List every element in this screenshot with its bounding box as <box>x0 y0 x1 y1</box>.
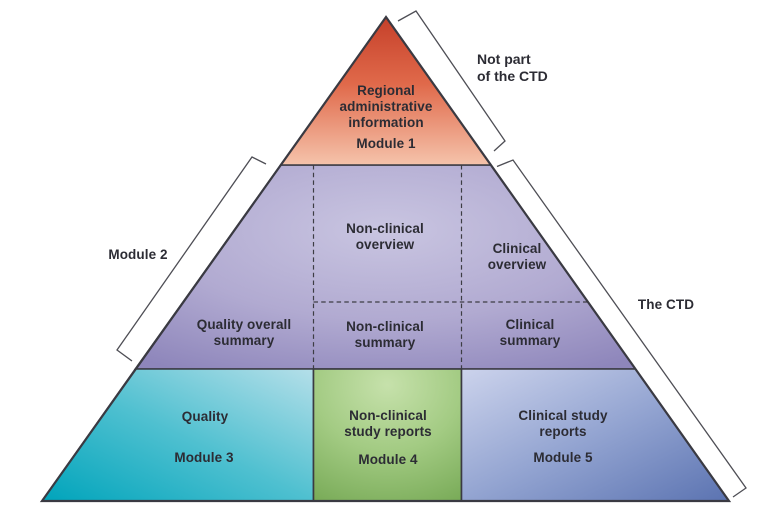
not-part-bracket <box>397 10 506 152</box>
pyramid-outline <box>39 15 732 503</box>
module1-region <box>279 15 493 166</box>
module2-bracket <box>116 156 267 362</box>
module2-region <box>133 164 638 370</box>
module3-region <box>40 368 315 502</box>
module5-region <box>460 368 731 502</box>
the-ctd-bracket <box>496 159 747 498</box>
module4-region <box>312 368 463 502</box>
